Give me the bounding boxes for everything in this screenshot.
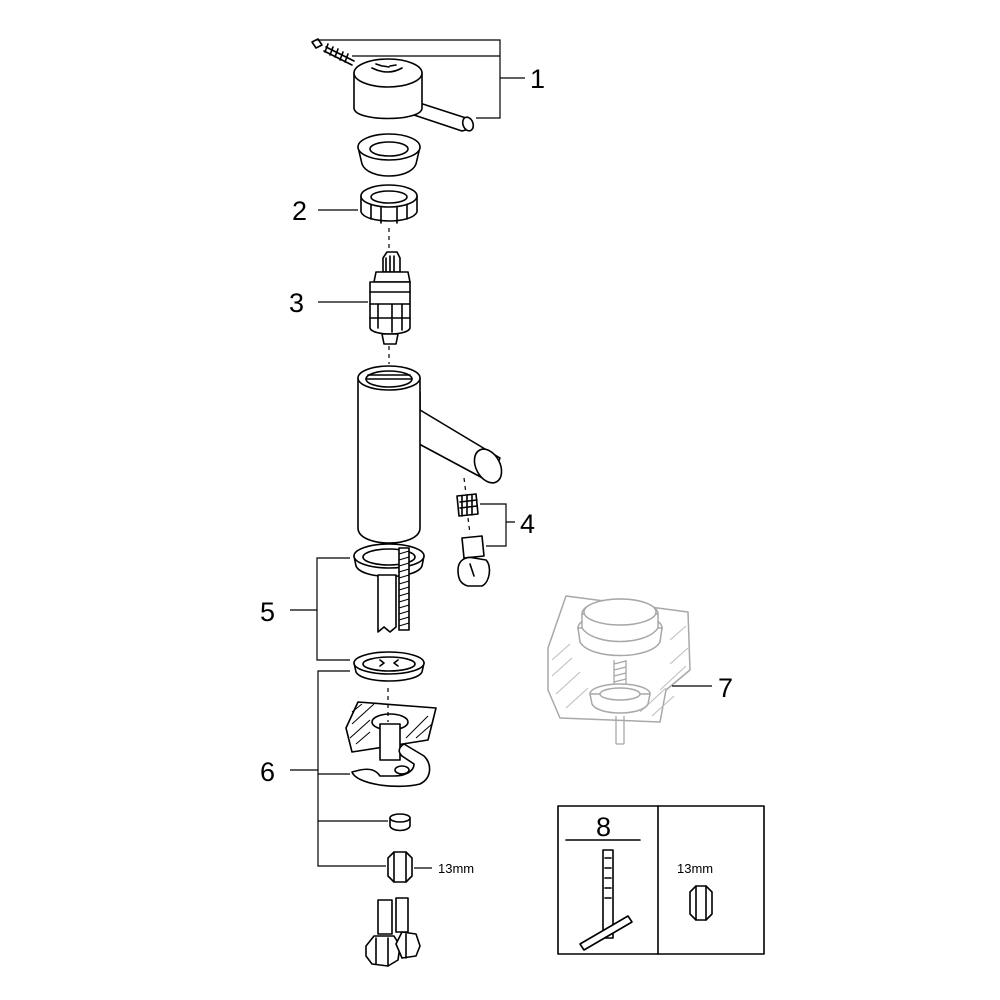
leader-4 — [480, 503, 515, 547]
base-gasket — [353, 651, 425, 682]
grub-screw — [311, 38, 355, 66]
callout-1: 1 — [530, 64, 545, 94]
callout-2: 2 — [292, 196, 307, 226]
part-1-lever-handle[interactable] — [311, 38, 475, 132]
wrench-size-label: 13mm — [438, 861, 474, 876]
callout-5: 5 — [260, 597, 275, 627]
callout-3: 3 — [289, 288, 304, 318]
faucet-body — [357, 365, 503, 544]
callout-8: 8 — [596, 812, 611, 842]
toolbox-nut-size: 13mm — [677, 861, 713, 876]
part-3-cartridge[interactable] — [369, 251, 411, 345]
callout-4: 4 — [520, 509, 535, 539]
part-7-pop-up-waste[interactable] — [547, 595, 691, 745]
leader-6 — [290, 670, 388, 867]
part-6-mounting-kit[interactable] — [345, 688, 437, 883]
part-4-aerator[interactable] — [456, 477, 491, 587]
callout-7: 7 — [718, 673, 733, 703]
leader-1 — [316, 39, 525, 119]
supply-hoses — [365, 897, 421, 967]
leader-5 — [290, 557, 350, 661]
callout-6: 6 — [260, 757, 275, 787]
part-2-cartridge-nut[interactable] — [360, 184, 418, 224]
part-5-gasket-and-rods[interactable] — [353, 543, 425, 633]
trim-ring — [357, 133, 421, 177]
part-8-tool-box[interactable] — [557, 805, 765, 955]
